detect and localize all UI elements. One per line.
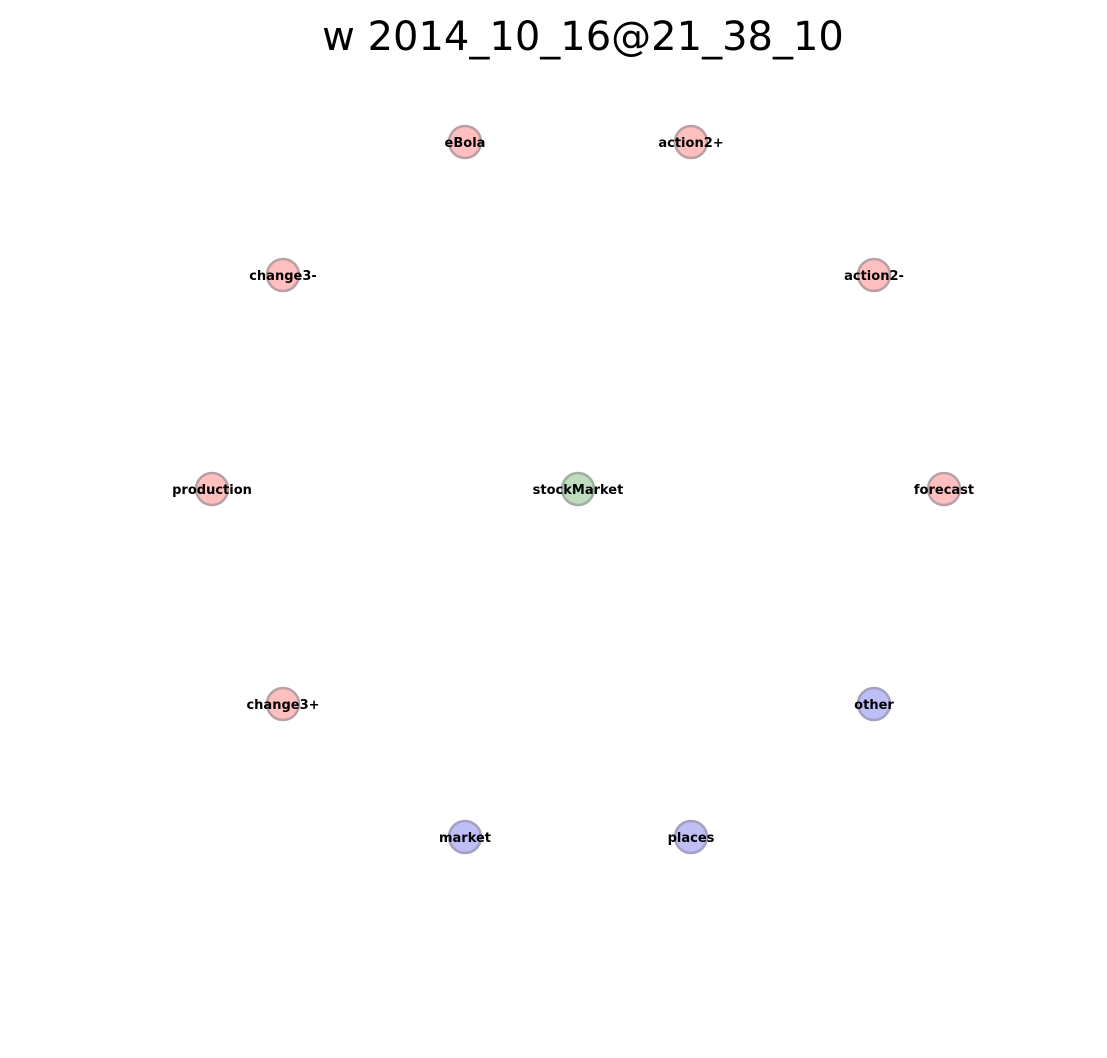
node-label: change3+ <box>246 698 319 713</box>
node-circle <box>447 124 483 160</box>
graph-node-production: production <box>172 471 252 507</box>
node-circle <box>926 471 962 507</box>
node-label: production <box>172 483 252 498</box>
node-circle <box>560 471 596 507</box>
graph-node-stockmarket: stockMarket <box>533 471 624 507</box>
node-label: places <box>668 831 715 846</box>
node-circle <box>265 686 301 722</box>
graph-node-action2: action2+ <box>658 124 724 160</box>
graph-node-ebola: eBola <box>445 124 486 160</box>
node-circle <box>856 257 892 293</box>
node-circle <box>194 471 230 507</box>
graph-node-change3: change3- <box>249 257 317 293</box>
graph-node-change3: change3+ <box>246 686 320 722</box>
node-label: action2+ <box>658 136 723 151</box>
node-circle <box>265 257 301 293</box>
node-label: action2- <box>844 269 904 284</box>
node-circle <box>447 819 483 855</box>
graph-node-places: places <box>668 819 715 855</box>
node-label: other <box>854 698 894 713</box>
graph-node-forecast: forecast <box>914 471 974 507</box>
node-circle <box>673 819 709 855</box>
node-circle <box>673 124 709 160</box>
graph-node-market: market <box>439 819 491 855</box>
node-label: eBola <box>445 136 486 151</box>
graph-node-other: other <box>854 686 894 722</box>
node-label: market <box>439 831 491 846</box>
node-circle <box>856 686 892 722</box>
graph-title: w 2014_10_16@21_38_10 <box>322 14 844 60</box>
node-label: change3- <box>249 269 317 284</box>
node-label: forecast <box>914 483 974 498</box>
node-label: stockMarket <box>533 483 624 498</box>
graph-node-action2: action2- <box>844 257 904 293</box>
